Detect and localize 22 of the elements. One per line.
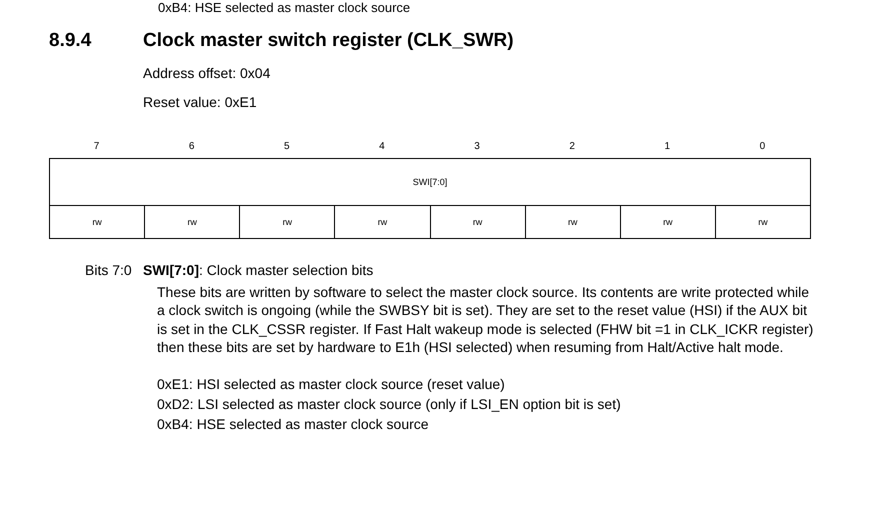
description-paragraph: These bits are written by software to select the master clock source. Its contents are write protected while a clock switch is ongoing (while the SWBSY bit is set). They are set to the reset value (HSI) if the AUX bit is set in the CLK_CSSR register. If Fast Halt wakeup mode is selected (FHW bit =1 in CLK_ICKR register) then these bits are set by hardware to E1h (HSI selected) when resuming from Halt/Active halt mode. <box>157 283 814 356</box>
field-name-cell: SWI[7:0] <box>49 158 811 206</box>
bit-number: 3 <box>473 141 481 152</box>
bit-number: 0 <box>758 141 766 152</box>
reset-value-text: Reset value: 0xE1 <box>143 94 257 110</box>
section-number: 8.9.4 <box>49 30 92 52</box>
description-text: 0xB4: HSE selected as master clock source <box>158 0 410 15</box>
value-description: 0xD2: LSI selected as master clock source (only if LSI_EN option bit is set) <box>157 396 621 412</box>
section-title: Clock master switch register (CLK_SWR) <box>143 30 514 52</box>
bit-number: 7 <box>92 141 100 152</box>
field-description-heading: SWI[7:0]: Clock master selection bits <box>143 262 374 278</box>
bit-number: 5 <box>283 141 291 152</box>
bit-number: 4 <box>378 141 386 152</box>
value-description: 0xB4: HSE selected as master clock source <box>157 416 429 432</box>
bit-number: 6 <box>188 141 196 152</box>
access-cell: rw <box>714 205 811 239</box>
address-offset-text: Address offset: 0x04 <box>143 65 270 81</box>
bit-number: 1 <box>664 141 672 152</box>
access-cell: rw <box>49 205 146 239</box>
bit-range-text: Bits 7:0 <box>85 262 132 278</box>
value-description: 0xE1: HSI selected as master clock source (reset value) <box>157 376 505 392</box>
bit-number: 2 <box>568 141 576 152</box>
